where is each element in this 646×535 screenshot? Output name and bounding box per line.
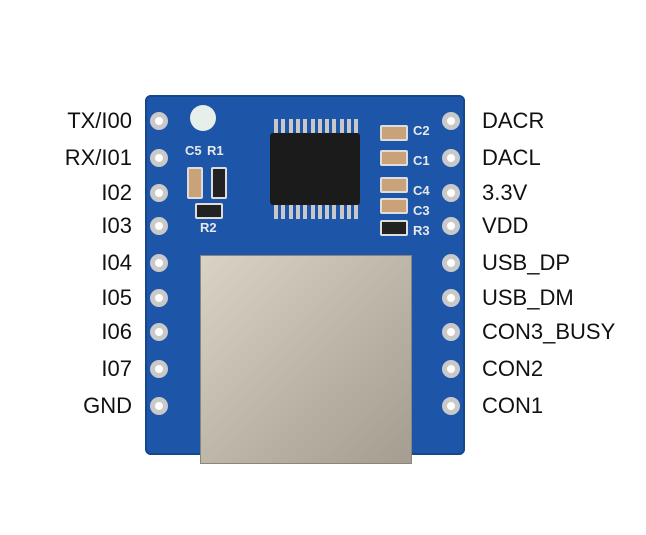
chip-pin: [317, 205, 322, 219]
left-pin-label: TX/I00: [67, 108, 132, 133]
silk-c5: C5: [185, 143, 202, 158]
pin-pad: [150, 323, 168, 341]
right-pin-label: CON2: [482, 356, 544, 381]
left-pin-label: I05: [101, 285, 132, 310]
pin-pad: [150, 289, 168, 307]
silk-r2: R2: [200, 220, 217, 235]
silk-r3: R3: [413, 223, 430, 238]
chip-pin: [274, 119, 278, 133]
pin-pad: [442, 184, 460, 202]
capacitor: [380, 125, 408, 141]
chip-pin: [288, 119, 293, 133]
chip-pin: [281, 119, 286, 133]
chip-pin: [274, 205, 278, 219]
chip-pin: [303, 205, 308, 219]
capacitor: [380, 177, 408, 193]
silk-c3: C3: [413, 203, 430, 218]
silk-c2: C2: [413, 123, 430, 138]
pin-pad: [442, 217, 460, 235]
right-pin-label: CON1: [482, 393, 544, 418]
chip-pin: [325, 119, 330, 133]
pin-pad: [150, 184, 168, 202]
chip-pin: [339, 205, 344, 219]
pin-pad: [150, 217, 168, 235]
right-pin-label: VDD: [482, 213, 529, 238]
chip-pin: [325, 205, 330, 219]
pin-pad: [442, 112, 460, 130]
pin-pad: [150, 397, 168, 415]
right-pin-label: USB_DP: [482, 250, 571, 275]
capacitor: [187, 167, 203, 199]
microsd-card-slot: [200, 255, 412, 464]
chip-pin: [354, 205, 359, 219]
chip-pin: [354, 119, 359, 133]
chip-pin: [281, 205, 286, 219]
left-pin-label: I07: [101, 356, 132, 381]
resistor: [380, 220, 408, 236]
right-pin-label: DACR: [482, 108, 545, 133]
left-pin-label: GND: [83, 393, 132, 418]
chip-pin: [310, 119, 315, 133]
right-pin-label: USB_DM: [482, 285, 574, 310]
capacitor: [380, 150, 408, 166]
chip-pin: [347, 205, 351, 219]
resistor: [195, 203, 223, 219]
pin-pad: [150, 112, 168, 130]
left-pin-label: I02: [101, 180, 132, 205]
left-pin-label: I06: [101, 319, 132, 344]
chip-pin: [303, 119, 308, 133]
chip-pin: [347, 119, 351, 133]
mounting-hole: [190, 105, 216, 131]
pin-pad: [442, 254, 460, 272]
silk-r1: R1: [207, 143, 224, 158]
right-pin-label: 3.3V: [482, 180, 528, 205]
chip-pin: [295, 119, 300, 133]
pin-pad: [442, 397, 460, 415]
resistor: [211, 167, 227, 199]
pin-pad: [442, 149, 460, 167]
silk-c4: C4: [413, 183, 430, 198]
chip-pin: [317, 119, 322, 133]
left-pin-label: RX/I01: [64, 145, 132, 170]
chip-pin: [288, 205, 293, 219]
silk-c1: C1: [413, 153, 430, 168]
pin-pad: [150, 360, 168, 378]
pcb-module: C5 R1 R2 C2 C1 C4 C3 R3: [145, 95, 465, 464]
pin-pad: [150, 149, 168, 167]
chip-pin: [295, 205, 300, 219]
left-pin-label: I04: [101, 250, 132, 275]
pin-pad: [442, 323, 460, 341]
pin-pad: [150, 254, 168, 272]
pin-pad: [442, 360, 460, 378]
right-pin-label: CON3_BUSY: [482, 319, 616, 344]
capacitor: [380, 198, 408, 214]
right-pin-label: DACL: [482, 145, 541, 170]
pin-pad: [442, 289, 460, 307]
chip-pin: [332, 205, 337, 219]
chip-pin: [310, 205, 315, 219]
chip-pin: [339, 119, 344, 133]
chip-pin: [332, 119, 337, 133]
left-pin-label: I03: [101, 213, 132, 238]
ic-chip: [270, 119, 360, 219]
